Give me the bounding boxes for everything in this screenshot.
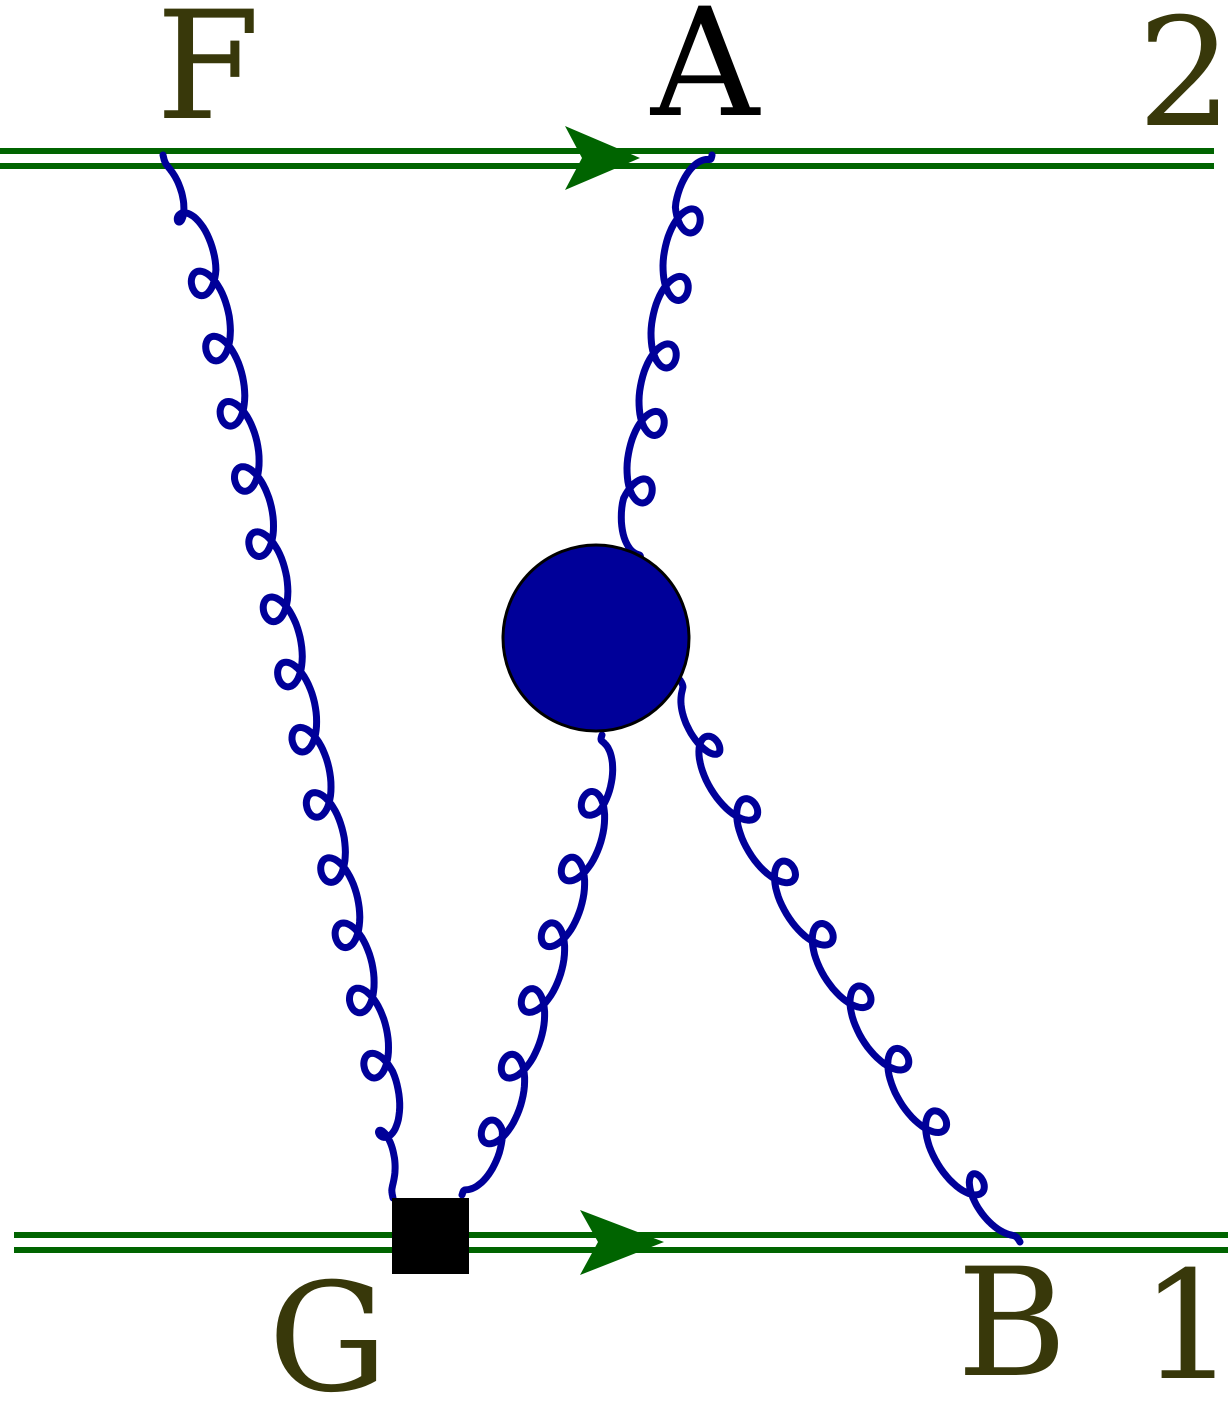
gluon-a-to-blob: [617, 151, 716, 564]
bottom-wilson-line: [14, 1210, 1228, 1275]
blob-vertex: [501, 543, 691, 733]
label-b: B: [957, 1237, 1067, 1406]
label-a: A: [650, 0, 761, 151]
label-one: 1: [1140, 1240, 1232, 1406]
gluon-f-to-g: [159, 151, 404, 1202]
bottom-arrow: [580, 1210, 664, 1275]
label-two: 2: [1137, 0, 1232, 161]
gluon-blob-to-g: [458, 731, 617, 1199]
square-vertex: [392, 1198, 469, 1274]
top-arrow: [565, 126, 640, 190]
label-g: G: [268, 1252, 388, 1406]
label-f: F: [156, 0, 260, 154]
top-wilson-line: [0, 126, 1214, 190]
gluon-blob-to-b: [676, 676, 1024, 1246]
